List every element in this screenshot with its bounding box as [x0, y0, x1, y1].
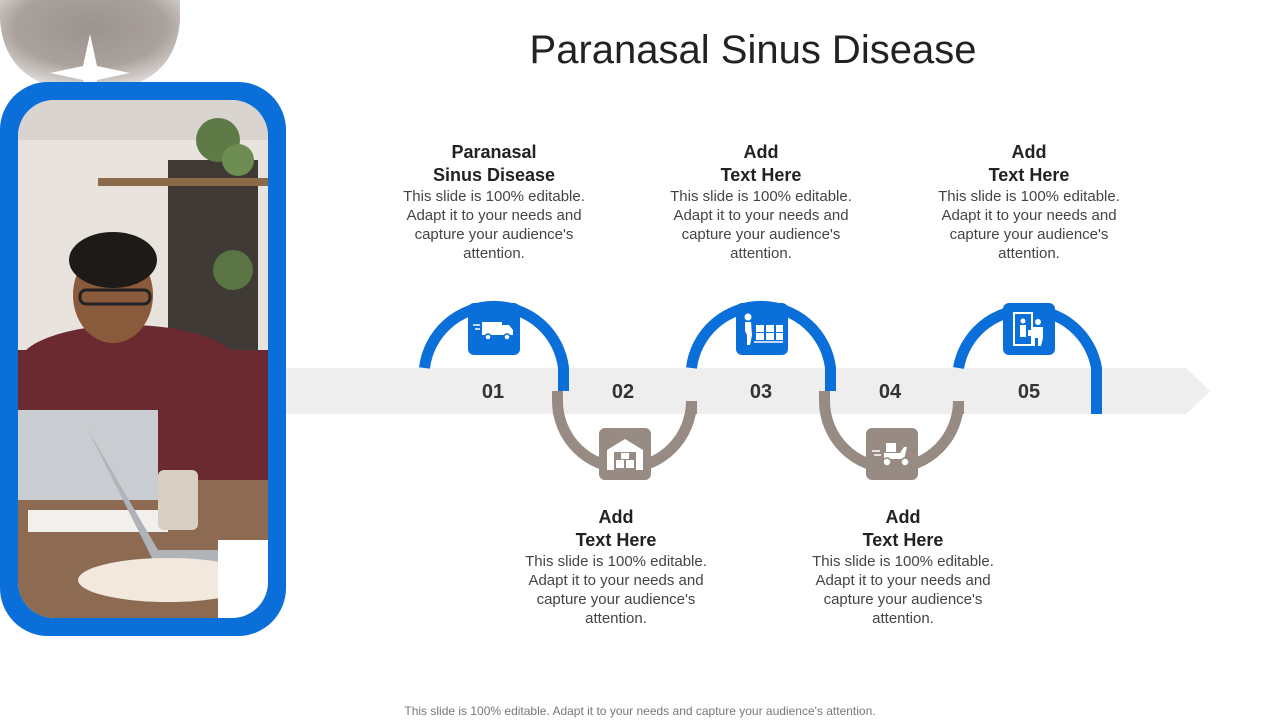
- step-02-title: Add Text Here: [575, 507, 657, 550]
- step-03-text: Add Text Here This slide is 100% editabl…: [661, 141, 861, 263]
- delivery-scooter-icon: [866, 428, 918, 480]
- step-05-title: Add Text Here: [988, 142, 1070, 185]
- step-03-title: Add Text Here: [720, 142, 802, 185]
- step-01-title: Paranasal Sinus Disease: [432, 142, 556, 185]
- step-04-title: Add Text Here: [862, 507, 944, 550]
- footer-note: This slide is 100% editable. Adapt it to…: [404, 704, 876, 718]
- page-title: Paranasal Sinus Disease: [529, 28, 977, 72]
- step-01-description: This slide is 100% editable. Adapt it to…: [403, 188, 585, 262]
- step-number-02: 02: [612, 381, 634, 403]
- step-02-description: This slide is 100% editable. Adapt it to…: [525, 553, 707, 627]
- decorative-star-shape: [0, 0, 180, 112]
- timeline-band: [286, 368, 1210, 414]
- step-02-text: Add Text Here This slide is 100% editabl…: [516, 506, 716, 628]
- step-01-text: Paranasal Sinus Disease This slide is 10…: [394, 141, 594, 263]
- office-photo: [18, 100, 268, 618]
- hand-truck-boxes-icon: [736, 303, 788, 355]
- delivery-truck-icon: [468, 303, 520, 355]
- step-05-description: This slide is 100% editable. Adapt it to…: [938, 188, 1120, 262]
- step-04-description: This slide is 100% editable. Adapt it to…: [812, 553, 994, 627]
- step-number-05: 05: [1018, 381, 1040, 403]
- step-03-description: This slide is 100% editable. Adapt it to…: [670, 188, 852, 262]
- door-delivery-icon: [1003, 303, 1055, 355]
- step-05-text: Add Text Here This slide is 100% editabl…: [929, 141, 1129, 263]
- warehouse-icon: [599, 428, 651, 480]
- step-number-03: 03: [750, 381, 772, 403]
- step-number-01: 01: [482, 381, 504, 403]
- step-number-04: 04: [879, 381, 902, 403]
- step-04-text: Add Text Here This slide is 100% editabl…: [803, 506, 1003, 628]
